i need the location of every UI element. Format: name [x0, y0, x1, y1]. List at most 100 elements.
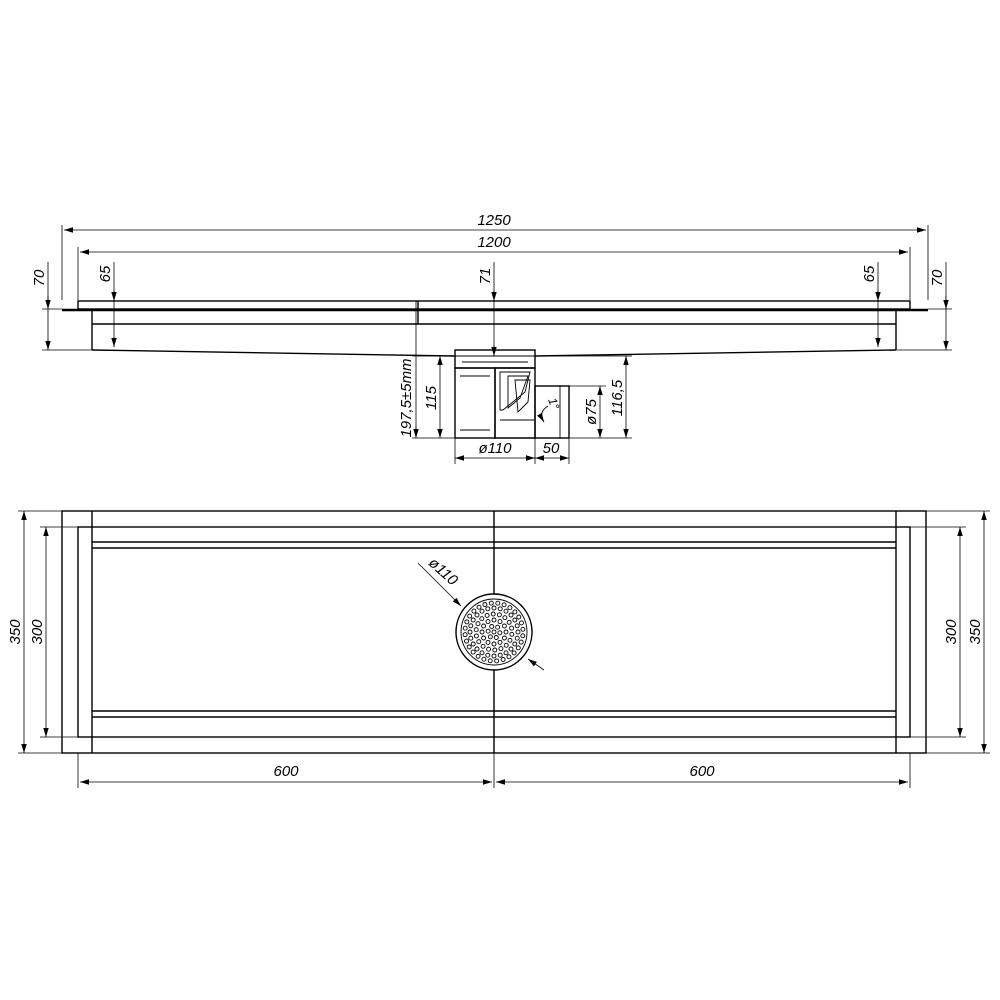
drain-channel-profile — [62, 300, 928, 357]
grate-hole — [495, 624, 501, 630]
grate-hole — [506, 654, 512, 660]
grate-hole — [503, 629, 509, 635]
grate-hole — [474, 646, 480, 652]
grate-hole — [462, 632, 468, 638]
dimension-left-depth: 65 — [97, 262, 117, 347]
dimension-right-depth: 65 — [861, 262, 881, 347]
grate-hole — [485, 606, 491, 612]
grate-hole — [501, 635, 507, 641]
grate-hole — [464, 638, 469, 644]
grate-hole — [516, 614, 522, 620]
dimension-right-inner-width: 300 — [910, 526, 966, 738]
grate-hole — [470, 641, 476, 647]
grate-hole — [466, 644, 472, 650]
outlet-pipe: 1° — [534, 385, 570, 439]
grate-hole — [497, 619, 503, 625]
grate-hole — [520, 633, 526, 639]
grate-hole — [484, 612, 490, 618]
grate-hole — [491, 641, 497, 647]
dimension-600-left-label: 600 — [273, 763, 299, 780]
dimension-70-left-label: 70 — [31, 269, 48, 286]
dimension-right-height: 70 — [896, 262, 952, 351]
grate-hole — [506, 619, 512, 625]
grate-hole — [497, 639, 503, 645]
grate-hole — [485, 652, 491, 658]
dimension-o110-top-label: ø110 — [425, 554, 461, 589]
dimension-71-label: 71 — [477, 268, 494, 285]
grate-hole — [509, 625, 515, 631]
dimension-trap-height: 115 — [423, 356, 443, 438]
dimension-right-outer-width: 350 — [926, 510, 990, 754]
grate-hole — [501, 623, 507, 629]
dimension-left-inner-width: 300 — [29, 526, 78, 738]
grate-hole — [485, 619, 491, 625]
dimension-outlet-diameter: ø75 — [569, 385, 632, 439]
grate-hole — [491, 617, 497, 623]
dimension-trap-width: ø110 50 — [454, 438, 570, 464]
side-view: 1250 1200 70 70 — [31, 212, 952, 464]
grate-hole — [519, 620, 524, 626]
grate-hole — [512, 641, 518, 647]
grate-hole — [475, 653, 481, 659]
grate-hole — [514, 623, 520, 629]
grate-hole — [491, 653, 497, 659]
slope-label: 1° — [545, 396, 562, 412]
grate-hole — [509, 631, 515, 637]
dimension-65-right-label: 65 — [861, 265, 878, 282]
grate-hole — [495, 600, 501, 606]
dimension-1200-label: 1200 — [477, 234, 511, 251]
grate-hole — [497, 630, 503, 636]
top-view: ø110 350 300 300 350 — [7, 510, 990, 788]
dimension-drain-length: 1200 — [77, 234, 911, 300]
dimension-65-left-label: 65 — [97, 265, 114, 282]
grate-hole — [486, 646, 492, 652]
grate-hole — [497, 606, 503, 612]
grate-hole — [503, 642, 509, 648]
dimension-half-lengths: 600 600 — [77, 753, 911, 788]
grate-hole — [467, 629, 473, 635]
grate-hole — [462, 625, 468, 631]
grate-hole — [475, 621, 481, 627]
grate-holes — [462, 600, 526, 664]
dimension-outlet-height: 116,5 — [535, 355, 632, 438]
grate-hole — [512, 617, 518, 623]
grate-hole — [508, 612, 514, 618]
grate-hole — [479, 616, 485, 622]
grate-hole — [501, 602, 507, 608]
dimension-115-label: 115 — [423, 385, 440, 410]
grate-hole — [503, 608, 509, 614]
grate-hole — [467, 613, 473, 619]
dimension-overall-length: 1250 — [61, 212, 929, 300]
grate-hole — [479, 650, 485, 656]
dimension-left-outer-width: 350 — [7, 510, 62, 754]
dimension-50-label: 50 — [543, 440, 560, 457]
grate-hole — [515, 645, 521, 651]
grate-hole — [514, 635, 520, 641]
drain-trap-body — [454, 349, 536, 439]
dimension-600-right-label: 600 — [689, 763, 715, 780]
dimension-300-left-label: 300 — [29, 619, 46, 645]
grate-hole — [479, 629, 485, 635]
grate-hole — [507, 605, 513, 611]
grate-hole — [473, 627, 479, 633]
dimension-left-height: 70 — [31, 262, 92, 351]
dimension-197-5-label: 197,5±5mm — [398, 358, 415, 437]
grate-hole — [470, 649, 476, 655]
grate-hole — [476, 639, 482, 645]
grate-hole — [520, 626, 526, 632]
grate-hole — [474, 612, 480, 618]
grate-hole — [503, 650, 509, 656]
grate-hole — [502, 615, 508, 621]
grate-hole — [471, 608, 477, 614]
dimension-300-right-label: 300 — [943, 619, 960, 645]
grate-hole — [488, 600, 494, 606]
grate-hole — [500, 657, 506, 662]
grate-hole — [468, 623, 474, 629]
grate-hole — [493, 635, 499, 640]
grate-hole — [476, 604, 482, 610]
grate-hole — [487, 634, 493, 640]
dimension-o110-side-label: ø110 — [478, 440, 512, 457]
grate-hole — [482, 602, 488, 607]
grate-hole — [511, 650, 517, 656]
grate-hole — [496, 612, 502, 618]
